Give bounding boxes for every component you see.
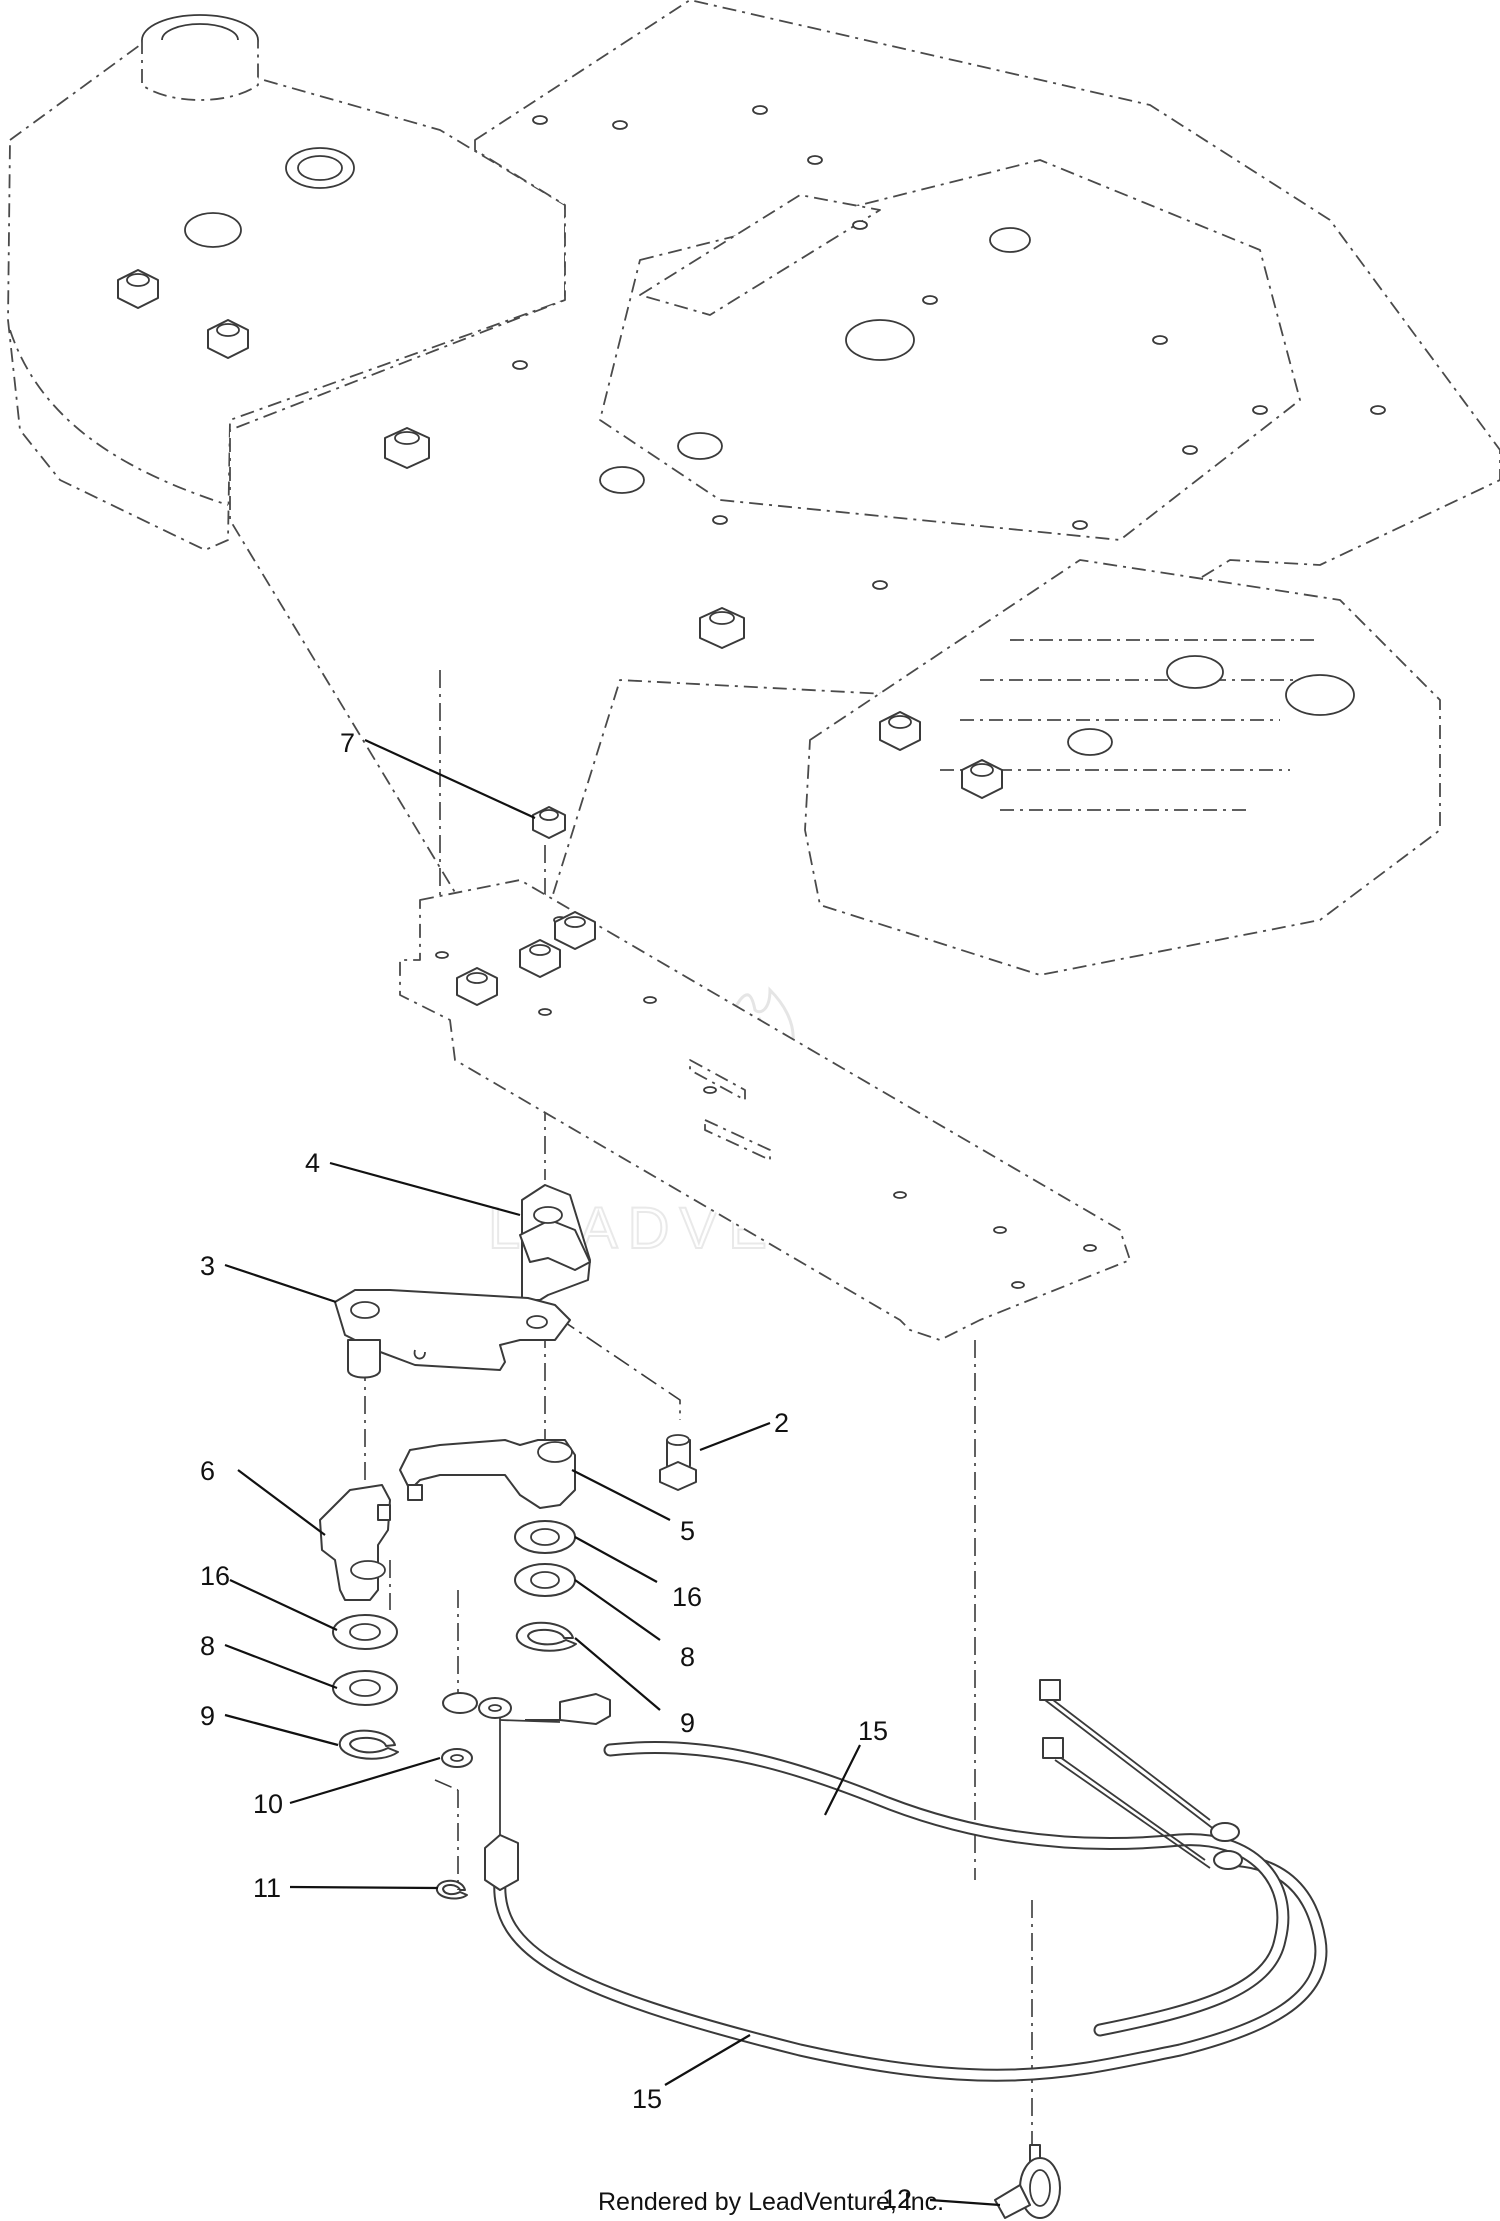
part-2-bolt	[659, 1434, 697, 1491]
left-fuel-tank	[7, 14, 566, 551]
callout-leaders	[224, 739, 1001, 2207]
part-8-washer-left	[332, 1670, 398, 1706]
part-4-bracket	[519, 1184, 591, 1301]
callout-11: 11	[253, 1873, 281, 1903]
part-12-grommet	[994, 2144, 1061, 2219]
callout-15-upper: 15	[858, 1716, 888, 1746]
right-tank-bolt-1	[879, 711, 921, 751]
part-16-washer-right	[514, 1520, 576, 1554]
right-fuel-tank	[804, 559, 1441, 976]
frame-bolt-1	[384, 427, 430, 469]
callout-16-left: 16	[200, 1561, 230, 1591]
render-credit: Rendered by LeadVenture, Inc.	[598, 2188, 944, 2216]
frame-plate	[229, 0, 1500, 1001]
part-7-nut	[532, 806, 566, 839]
callout-16-right: 16	[672, 1582, 702, 1612]
tank-bolt-2	[207, 319, 249, 359]
callout-8-right: 8	[680, 1642, 695, 1672]
part-16-washer-left	[332, 1614, 398, 1650]
plate-nut-3	[554, 911, 596, 950]
part-11-clip	[435, 1879, 468, 1900]
callout-9-left: 9	[200, 1701, 215, 1731]
part-6-bracket	[319, 1484, 391, 1601]
part-15-cable-assembly	[478, 1679, 1328, 2082]
callout-3: 3	[200, 1251, 215, 1281]
callout-8-left: 8	[200, 1631, 215, 1661]
plate-nut-2	[519, 939, 561, 978]
callout-6: 6	[200, 1456, 215, 1486]
callout-7: 7	[340, 728, 355, 758]
right-tank-bolt-2	[961, 759, 1003, 799]
callout-labels: 7 4 3 2 6 5 16 16 8 8 9 9 15 10 11 15 12	[200, 728, 912, 2214]
tank-bolt-1	[117, 269, 159, 309]
frame-bolt-2	[699, 607, 745, 649]
part-9-clip-right	[515, 1621, 577, 1652]
mounting-plate	[399, 879, 1131, 1341]
part-3-arm	[334, 1289, 571, 1379]
callout-9-right: 9	[680, 1708, 695, 1738]
callout-15-lower: 15	[632, 2084, 662, 2114]
callout-10: 10	[253, 1789, 283, 1819]
part-8-washer-right	[514, 1563, 576, 1597]
callout-12: 12	[882, 2184, 912, 2214]
callout-2: 2	[774, 1408, 789, 1438]
part-9-clip-left	[338, 1729, 399, 1760]
callout-5: 5	[680, 1516, 695, 1546]
callout-4: 4	[305, 1148, 320, 1178]
part-5-link-arm	[399, 1439, 576, 1509]
part-10-washer	[441, 1692, 478, 1768]
plate-nut-1	[456, 967, 498, 1006]
